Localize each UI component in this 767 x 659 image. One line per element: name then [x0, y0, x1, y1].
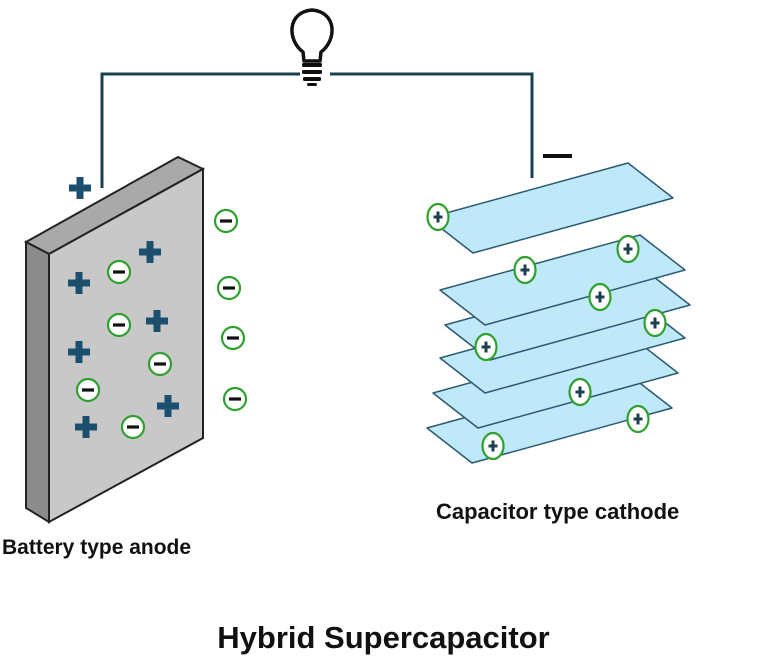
negative-ion-icon: [220, 325, 246, 351]
positive-ion-icon: [643, 308, 667, 338]
circuit-wire: [330, 72, 534, 178]
positive-ion-icon: [568, 377, 592, 407]
negative-ion-icon: [106, 259, 132, 285]
cathode-terminal-sign: −: [543, 154, 572, 158]
positive-ion-icon: [481, 431, 505, 461]
negative-ion-icon: [222, 386, 248, 412]
diagram-title: Hybrid Supercapacitor: [217, 620, 550, 655]
circuit-wire: [100, 72, 300, 188]
cathode-label: Capacitor type cathode: [436, 499, 680, 524]
battery-anode-plate: [23, 155, 206, 524]
positive-ion-icon: [513, 255, 537, 285]
negative-ion-icon: [120, 414, 146, 440]
positive-ion-icon: [616, 234, 640, 264]
negative-ion-icon: [106, 312, 132, 338]
positive-ion-icon: [426, 202, 450, 232]
anode-side-face: [25, 240, 50, 524]
negative-ion-icon: [75, 377, 101, 403]
electrolyte-negative-ions: [213, 208, 248, 412]
anode-terminal-sign: +: [69, 177, 91, 199]
anode-label: Battery type anode: [2, 536, 192, 559]
positive-ion-icon: [474, 332, 498, 362]
negative-ion-icon: [147, 351, 173, 377]
positive-ion-icon: [588, 282, 612, 312]
positive-ion-icon: [626, 404, 650, 434]
negative-ion-icon: [213, 208, 239, 234]
light-bulb-icon: [290, 8, 334, 86]
negative-ion-icon: [216, 275, 242, 301]
